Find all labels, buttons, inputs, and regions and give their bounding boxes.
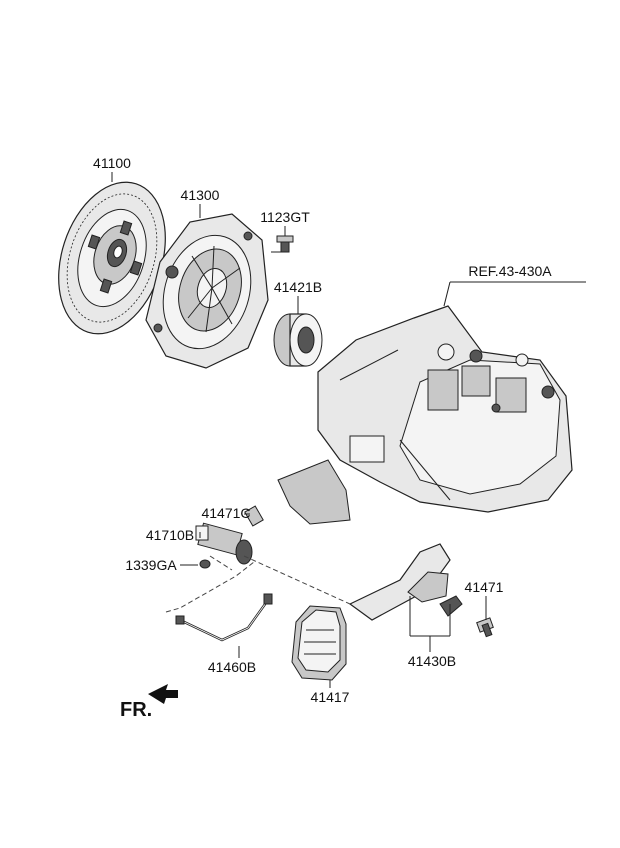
label-release-cylinder: 41710B — [146, 527, 194, 543]
clip — [199, 559, 211, 569]
bolt — [271, 235, 294, 253]
label-clutch-pipe: 41460B — [208, 659, 256, 675]
label-pivot: 41471 — [465, 579, 504, 595]
label-transaxle-ref: REF.43-430A — [468, 263, 552, 279]
sleeve — [244, 505, 264, 527]
clutch-release-cylinder — [195, 522, 253, 565]
arrow-icon — [148, 684, 178, 704]
label-clutch-disc: 41100 — [93, 155, 131, 171]
boot — [291, 605, 347, 681]
front-direction-marker: FR. — [120, 684, 178, 721]
label-release-bearing: 41421B — [274, 279, 322, 295]
clutch-disc — [58, 181, 166, 335]
front-label: FR. — [120, 699, 152, 721]
label-boot: 41417 — [311, 689, 350, 705]
label-clutch-cover: 41300 — [181, 187, 220, 203]
transaxle-housing — [277, 305, 573, 525]
label-bolt: 1123GT — [260, 209, 310, 225]
clutch-cover — [145, 213, 269, 369]
release-bearing — [273, 313, 323, 367]
label-sleeve: 41471C — [201, 505, 250, 521]
label-clip: 1339GA — [125, 557, 177, 573]
pivot-bolt — [476, 617, 494, 638]
label-release-fork: 41430B — [408, 653, 456, 669]
release-fork — [348, 543, 463, 621]
clutch-pipe — [175, 593, 273, 642]
